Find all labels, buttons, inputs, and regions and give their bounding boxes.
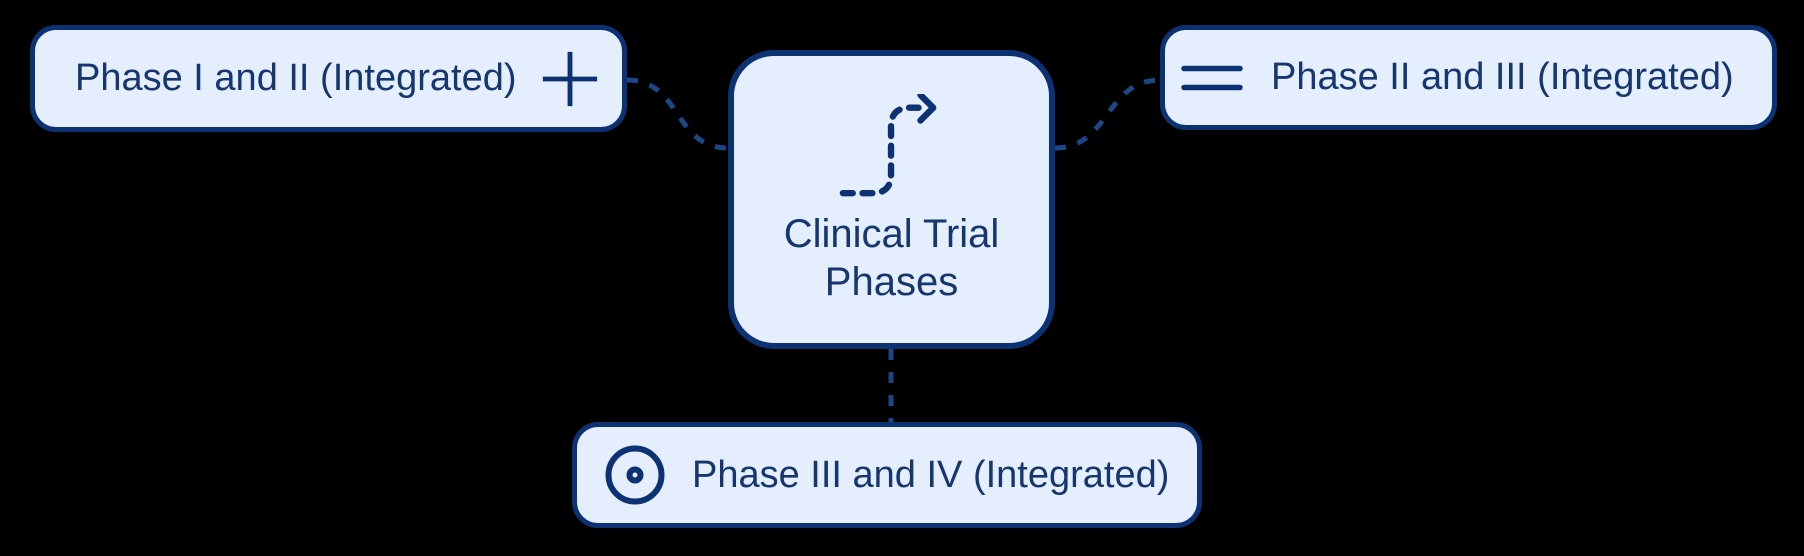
root-label-line-2: Phases (824, 259, 959, 304)
equals-icon (1181, 65, 1243, 91)
connector-root-to-phase-1-2 (626, 77, 729, 151)
connector-root-to-phase-2-3 (1054, 77, 1161, 151)
node-phase-2-3-label: Phase II and III (Integrated) (1271, 56, 1734, 98)
node-phase-2-3[interactable]: Phase II and III (Integrated) (1160, 25, 1777, 130)
root-label-line-1: Clinical Trial (783, 211, 1000, 256)
node-clinical-trial-phases-label: Clinical Trial Phases (784, 210, 1000, 306)
node-phase-3-4[interactable]: Phase III and IV (Integrated) (572, 422, 1202, 528)
node-phase-3-4-label: Phase III and IV (Integrated) (692, 453, 1170, 496)
node-phase-1-2[interactable]: Phase I and II (Integrated) (30, 25, 627, 132)
node-phase-1-2-label: Phase I and II (Integrated) (75, 57, 517, 99)
circle-dot-icon (605, 445, 665, 505)
route-arrow-icon (837, 93, 947, 200)
node-clinical-trial-phases[interactable]: Clinical Trial Phases (728, 50, 1055, 349)
plus-icon (540, 49, 600, 109)
